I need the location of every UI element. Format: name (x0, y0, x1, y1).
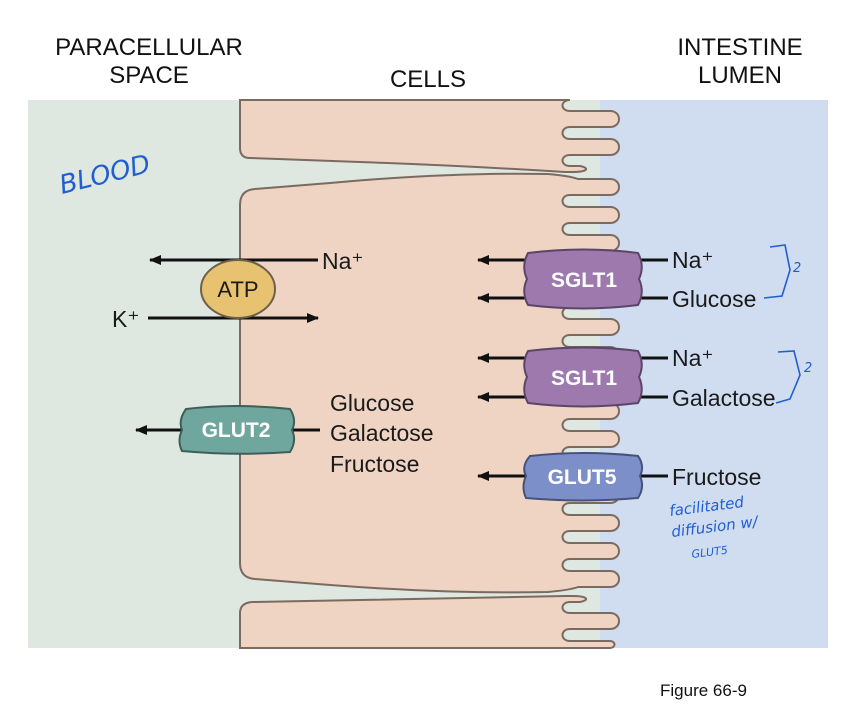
sglt1-na-label: Na⁺ (672, 247, 714, 273)
header-line: LUMEN (697, 62, 782, 89)
ratio-bracket (763, 244, 791, 299)
sglt1-transporter (523, 248, 643, 310)
glut2-label: GLUT2 (202, 419, 271, 442)
ratio-bracket (775, 350, 801, 404)
sglt1-glucose-label: Glucose (672, 286, 756, 312)
ratio-annotation: 2 (804, 361, 812, 376)
facilitated-diffusion-note: GLUT5 (691, 544, 729, 561)
exit-sugar-label: Galactose (330, 420, 434, 446)
k-basal-label: K⁺ (112, 306, 139, 332)
paracellular-space-header: PARACELLULAR SPACE (14, 34, 284, 90)
sglt1-galactose-label: Galactose (672, 385, 776, 411)
figure-caption: Figure 66-9 (660, 681, 747, 700)
glut5-label: GLUT5 (548, 466, 617, 489)
header-line: PARACELLULAR (55, 34, 243, 61)
glut5-transporter (522, 452, 644, 502)
atp-label: ATP (217, 277, 258, 302)
atp-pump (200, 259, 276, 319)
intestine-lumen-header: INTESTINE LUMEN (640, 34, 840, 90)
header-line: SPACE (109, 62, 189, 89)
header-line: INTESTINE (677, 34, 803, 61)
exit-sugar-label: Glucose (330, 390, 414, 416)
lower-cell (239, 595, 620, 649)
exit-sugar-label: Fructose (330, 451, 419, 477)
sglt1-transporter (523, 346, 643, 408)
paracellular-region (28, 100, 240, 648)
sglt1-label: SGLT1 (551, 269, 617, 292)
ratio-annotation: 2 (793, 261, 801, 276)
glut2-transporter (178, 405, 296, 455)
cells-header: CELLS (389, 66, 467, 93)
na-basal-label: Na⁺ (322, 248, 364, 274)
upper-cell (239, 99, 620, 173)
sglt1-label: SGLT1 (551, 367, 617, 390)
glut5-fructose-label: Fructose (672, 464, 761, 490)
sglt1-na-label: Na⁺ (672, 345, 714, 371)
